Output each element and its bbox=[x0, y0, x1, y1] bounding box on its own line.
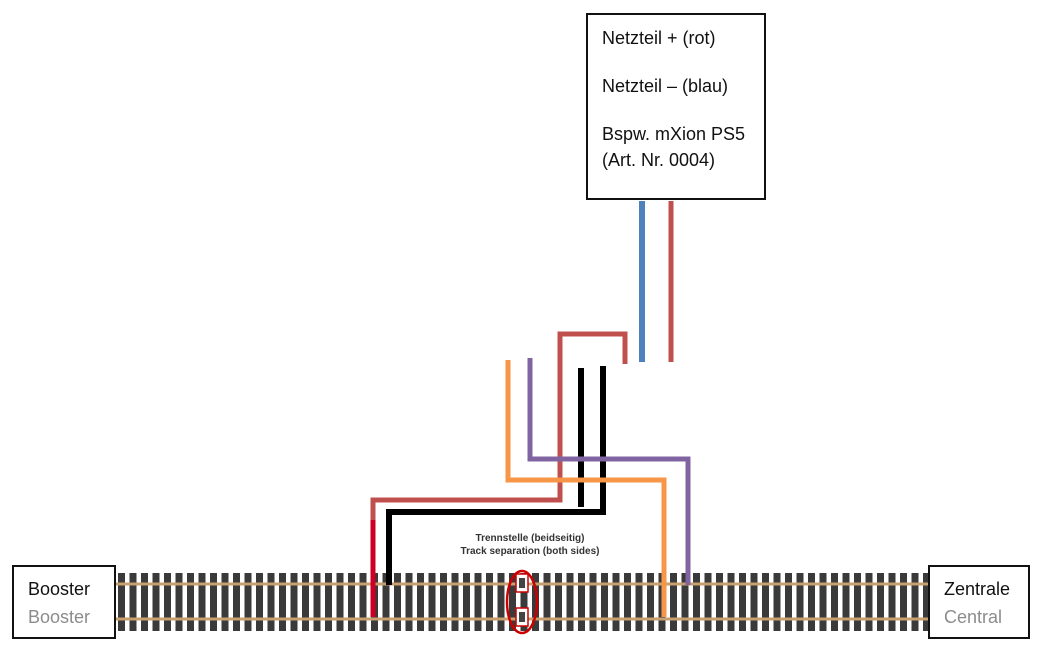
track-sleeper bbox=[727, 573, 735, 631]
psu-plus-label: Netzteil + (rot) bbox=[602, 28, 716, 48]
track-sleeper bbox=[497, 573, 505, 631]
track-sleeper bbox=[865, 573, 873, 631]
track-sleeper bbox=[635, 573, 643, 631]
track-sleeper bbox=[164, 573, 171, 631]
power-supply-box: Netzteil + (rot) Netzteil – (blau) Bspw.… bbox=[586, 13, 766, 200]
track-sleeper bbox=[233, 573, 240, 631]
central-box: Zentrale Central bbox=[928, 565, 1030, 639]
red-wire-booster bbox=[370, 331, 628, 617]
track-sleeper bbox=[854, 573, 861, 631]
track-sleeper bbox=[543, 573, 551, 631]
track-sleeper bbox=[325, 573, 332, 631]
track-sleeper bbox=[405, 573, 413, 631]
track-sleeper bbox=[394, 573, 401, 631]
track-sleeper bbox=[566, 573, 574, 631]
central-label-de: Zentrale bbox=[944, 579, 1011, 599]
track-sleeper bbox=[762, 573, 769, 631]
track-sleeper bbox=[129, 573, 137, 631]
track-sleeper bbox=[141, 573, 148, 631]
track-sleeper bbox=[693, 573, 700, 631]
track-sleeper bbox=[175, 573, 183, 631]
track-sleeper bbox=[256, 573, 263, 631]
track-separation-label: Trennstelle (beidseitig) Track separatio… bbox=[420, 532, 640, 558]
track-sleeper bbox=[888, 573, 896, 631]
central-label-en: Central bbox=[944, 607, 1003, 627]
track-sleeper bbox=[716, 573, 723, 631]
track-sleeper bbox=[911, 573, 919, 631]
track-sleeper bbox=[601, 573, 608, 631]
track-sleeper bbox=[750, 573, 758, 631]
track-sleeper bbox=[359, 573, 367, 631]
booster-label-de: Booster bbox=[28, 579, 91, 599]
track-sleeper bbox=[428, 573, 436, 631]
track-sleeper bbox=[739, 573, 746, 631]
track-sleeper bbox=[831, 573, 838, 631]
track-sleeper bbox=[589, 573, 597, 631]
track-separation-label-en: Track separation (both sides) bbox=[460, 546, 600, 557]
track-sleeper bbox=[244, 573, 252, 631]
track-sleeper bbox=[313, 573, 321, 631]
track-sleeper bbox=[532, 573, 539, 631]
track-sleeper bbox=[474, 573, 482, 631]
track-sleeper bbox=[336, 573, 344, 631]
track-sleeper bbox=[681, 573, 689, 631]
purple-wire bbox=[527, 358, 691, 585]
track-sleeper bbox=[900, 573, 907, 631]
track-sleeper bbox=[612, 573, 620, 631]
booster-box: Booster Booster bbox=[12, 565, 116, 639]
track-sleeper bbox=[118, 573, 125, 631]
orange-wire bbox=[505, 360, 667, 617]
psu-example-line2: (Art. Nr. 0004) bbox=[602, 150, 716, 170]
track-separation-marker bbox=[505, 569, 539, 635]
booster-label-en: Booster bbox=[28, 607, 91, 627]
track-separation-label-de: Trennstelle (beidseitig) bbox=[475, 533, 585, 544]
track-sleeper bbox=[647, 573, 654, 631]
psu-example-line1: Bspw. mXion PS5 bbox=[602, 124, 746, 144]
track-sleeper bbox=[210, 573, 217, 631]
track-sleeper bbox=[486, 573, 493, 631]
track-sleeper bbox=[463, 573, 470, 631]
track-sleeper bbox=[785, 573, 792, 631]
track-sleeper bbox=[290, 573, 298, 631]
track-sleeper bbox=[704, 573, 712, 631]
track-sleeper bbox=[302, 573, 309, 631]
track-sleeper bbox=[773, 573, 781, 631]
track-sleeper bbox=[509, 573, 516, 631]
track-sleeper bbox=[796, 573, 804, 631]
track-sleeper bbox=[348, 573, 355, 631]
track-sleeper bbox=[923, 573, 930, 631]
track-sleeper bbox=[221, 573, 229, 631]
track-sleeper bbox=[187, 573, 194, 631]
track-sleeper bbox=[279, 573, 286, 631]
track-sleeper bbox=[417, 573, 424, 631]
track-sleeper bbox=[451, 573, 459, 631]
psu-minus-label: Netzteil – (blau) bbox=[602, 76, 729, 96]
track-sleepers bbox=[118, 573, 930, 631]
track-sleeper bbox=[267, 573, 275, 631]
track-sleeper bbox=[440, 573, 447, 631]
track-sleeper bbox=[152, 573, 160, 631]
black-wire-2 bbox=[386, 366, 606, 585]
track-sleeper bbox=[819, 573, 827, 631]
track-sleeper bbox=[842, 573, 850, 631]
track-sleeper bbox=[624, 573, 631, 631]
track-sleeper bbox=[877, 573, 884, 631]
track-sleeper bbox=[670, 573, 677, 631]
track-sleeper bbox=[198, 573, 206, 631]
track-sleeper bbox=[382, 573, 390, 631]
track-sleeper bbox=[578, 573, 585, 631]
track-sleeper bbox=[555, 573, 562, 631]
track-sleeper bbox=[808, 573, 815, 631]
track-sleeper bbox=[520, 573, 528, 631]
